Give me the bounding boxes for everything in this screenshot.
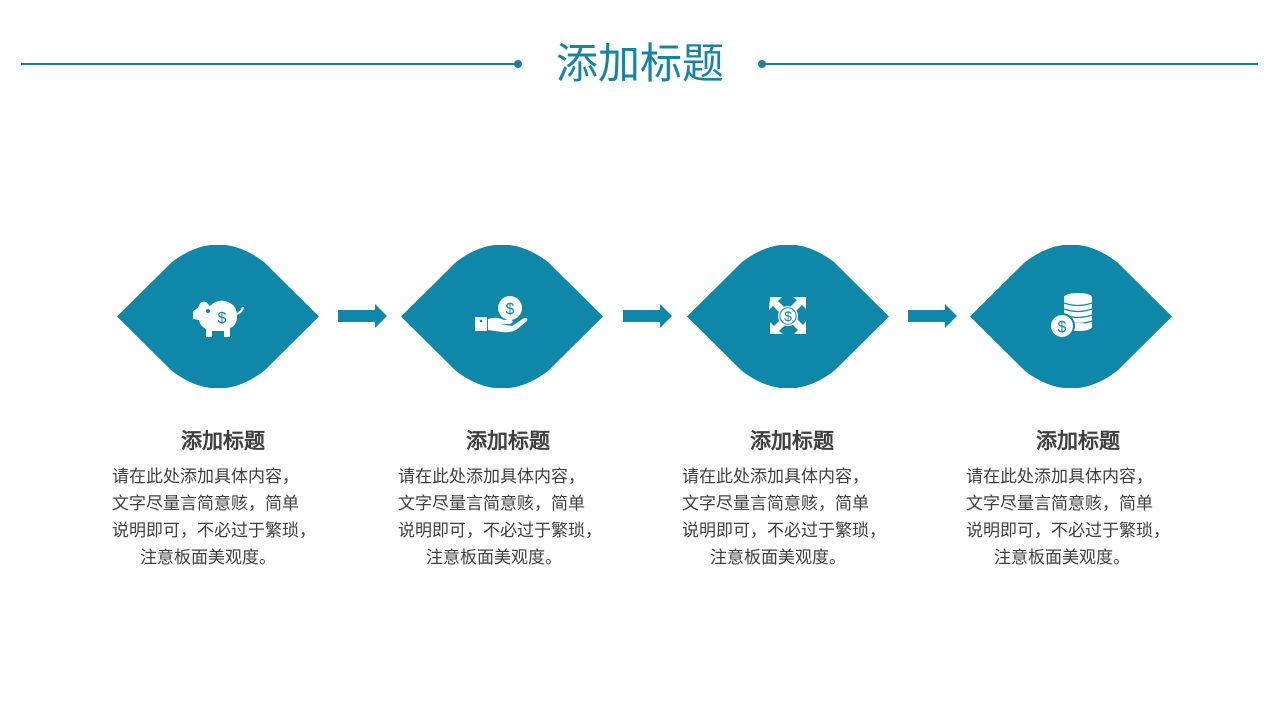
step-4-desc-line: 注意板面美观度。 [994,548,1130,568]
step-1-desc-line: 请在此处添加具体内容， [112,467,299,487]
step-3-description: 请在此处添加具体内容， 文字尽量言简意赅，简单 说明即可，不必过于繁琐， 注意板… [682,464,912,572]
dollar-expand-icon: $ [769,297,806,334]
header-line-right [762,63,1258,65]
step-3-desc-line: 文字尽量言简意赅，简单 [682,494,869,514]
svg-text:$: $ [506,301,515,318]
step-4-desc-line: 请在此处添加具体内容， [966,467,1153,487]
step-4-desc-line: 说明即可，不必过于繁琐， [966,521,1170,541]
header-dot-left [514,60,522,68]
svg-text:$: $ [218,310,227,327]
step-4-shape: $ [970,245,1172,388]
step-2-desc-line: 请在此处添加具体内容， [398,467,585,487]
piggy-bank-icon: $ [193,300,245,337]
step-4-desc-line: 文字尽量言简意赅，简单 [966,494,1153,514]
step-2-title: 添加标题 [466,429,550,453]
arrow-1-icon [338,304,387,328]
step-3-title: 添加标题 [750,429,834,453]
step-2-desc-line: 说明即可，不必过于繁琐， [398,521,602,541]
step-2-description: 请在此处添加具体内容， 文字尽量言简意赅，简单 说明即可，不必过于繁琐， 注意板… [398,464,628,572]
page-title: 添加标题 [555,39,724,88]
hand-coin-icon: $ [475,296,528,333]
step-2-desc-line: 文字尽量言简意赅，简单 [398,494,585,514]
step-1-desc-line: 注意板面美观度。 [140,548,276,568]
arrow-3-icon [908,304,957,328]
step-4-title: 添加标题 [1036,429,1120,453]
step-3-desc-line: 说明即可，不必过于繁琐， [682,521,886,541]
step-2-shape: $ [401,245,603,388]
step-2-desc-line: 注意板面美观度。 [426,548,562,568]
arrow-2-icon [623,304,672,328]
coin-stack-icon: $ [1049,293,1093,339]
step-1-description: 请在此处添加具体内容， 文字尽量言简意赅，简单 说明即可，不必过于繁琐， 注意板… [112,464,342,572]
step-3-desc-line: 注意板面美观度。 [710,548,846,568]
step-1-shape: $ [117,245,319,388]
svg-text:$: $ [784,308,792,324]
step-1-title: 添加标题 [181,429,265,453]
svg-text:$: $ [1058,319,1067,336]
step-3-desc-line: 请在此处添加具体内容， [682,467,869,487]
header-line-left [21,63,518,65]
step-4-description: 请在此处添加具体内容， 文字尽量言简意赅，简单 说明即可，不必过于繁琐， 注意板… [966,464,1196,572]
step-3-shape: $ [687,245,889,388]
step-1-desc-line: 说明即可，不必过于繁琐， [112,521,316,541]
step-1-desc-line: 文字尽量言简意赅，简单 [112,494,299,514]
